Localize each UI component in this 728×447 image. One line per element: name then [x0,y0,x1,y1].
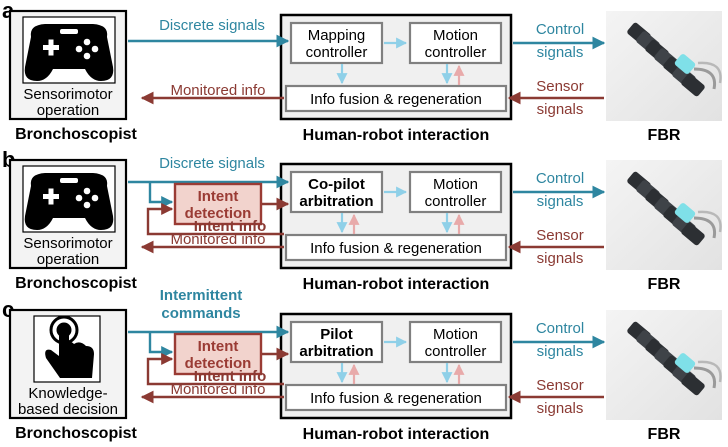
control-label: Control [536,320,584,337]
control-label: signals [537,44,584,61]
hri-label: Human-robot interaction [303,127,490,144]
motion-controller-box [408,170,503,214]
gamepad-icon [24,173,114,230]
fusion-box [284,84,508,113]
motion-controller-box-label: controller [425,343,487,360]
operator-role: Bronchoscopist [15,275,137,292]
monitored-label: Monitored info [170,381,265,398]
intent-input-arrow [148,182,174,208]
operator-text: Sensorimotor [23,86,112,103]
monitored-label: Monitored info [170,82,265,99]
intent-detection-box [173,332,263,376]
intent-box-label: detection [185,355,252,372]
input-label: Intermittent [160,287,243,304]
sensor-label: signals [537,101,584,118]
intent-info-arrow [146,203,284,236]
motion-controller-box [408,320,503,364]
gamepad-icon [24,24,114,81]
first-controller-box-label: Mapping [308,27,366,44]
first-controller-box-label: arbitration [299,343,373,360]
operator-text: based decision [18,401,118,418]
panel-a: aSensorimotoroperationBronchoscopistMapp… [2,0,722,144]
operator-text: Sensorimotor [23,235,112,252]
motion-controller-box-label: Motion [433,176,478,193]
control-label: Control [536,170,584,187]
intent-box-label: Intent [198,188,239,205]
intent-info-arrow [146,353,284,386]
fusion-label: Info fusion & regeneration [310,390,482,407]
hri-label: Human-robot interaction [303,276,490,293]
touch-hand-icon [45,315,94,378]
control-label: signals [537,193,584,210]
flexible-robot-image [606,160,722,270]
operator-text: operation [37,102,100,119]
first-controller-box [289,21,384,65]
input-label: Discrete signals [159,155,265,172]
input-label: Discrete signals [159,17,265,34]
fusion-box [284,383,508,412]
control-label: Control [536,21,584,38]
flexible-robot-image [606,310,722,420]
motion-controller-box-label: Motion [433,326,478,343]
operator-text: Knowledge- [28,385,107,402]
hri-label: Human-robot interaction [303,426,490,443]
sensor-label: signals [537,250,584,267]
fusion-box [284,233,508,262]
robot-label: FBR [648,127,681,144]
flexible-robot-image [606,11,722,121]
first-controller-box-label: arbitration [299,193,373,210]
motion-controller-box [408,21,503,65]
motion-controller-box-label: controller [425,44,487,61]
intent-box-label: Intent [198,338,239,355]
sensor-label: Sensor [536,377,584,394]
panel-b: bSensorimotoroperationBronchoscopistCo-p… [2,147,722,293]
robot-label: FBR [648,426,681,443]
intent-info-label: Intent info [194,218,266,235]
intent-detection-box [173,182,263,226]
operator-role: Bronchoscopist [15,425,137,442]
motion-controller-box-label: controller [425,193,487,210]
operator-role: Bronchoscopist [15,126,137,143]
first-controller-box-label: Pilot [320,326,353,343]
control-label: signals [537,343,584,360]
intent-input-arrow [148,332,174,358]
first-controller-box-label: controller [306,44,368,61]
operator-text: operation [37,251,100,268]
robot-label: FBR [648,276,681,293]
first-controller-box [289,170,384,214]
intent-info-label: Intent info [194,368,266,385]
input-label: commands [161,305,240,322]
first-controller-box-label: Co-pilot [308,176,365,193]
monitored-label: Monitored info [170,231,265,248]
fusion-label: Info fusion & regeneration [310,240,482,257]
motion-controller-box-label: Motion [433,27,478,44]
first-controller-box [289,320,384,364]
sensor-label: Sensor [536,227,584,244]
sensor-label: Sensor [536,78,584,95]
sensor-label: signals [537,400,584,417]
fusion-label: Info fusion & regeneration [310,91,482,108]
intent-box-label: detection [185,205,252,222]
